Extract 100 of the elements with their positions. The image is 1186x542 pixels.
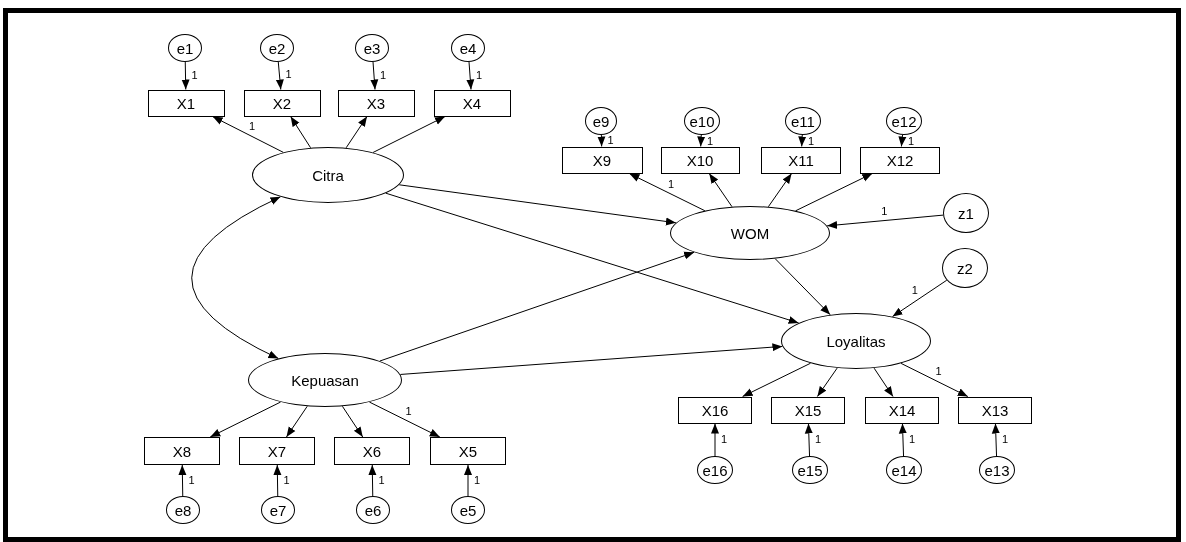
variable-name: X12 bbox=[886, 151, 914, 169]
observed-variable-box bbox=[337, 89, 415, 117]
variable-name: z2 bbox=[957, 259, 973, 277]
variable-name: X2 bbox=[272, 94, 292, 112]
observed-variable-box bbox=[430, 437, 506, 465]
edge-label: 1 bbox=[379, 69, 388, 81]
variable-name: e6 bbox=[364, 501, 382, 519]
edge-label: 1 bbox=[806, 135, 816, 147]
observed-variable-box bbox=[660, 146, 740, 174]
error-circle bbox=[684, 107, 720, 135]
path-arrow bbox=[804, 423, 813, 457]
path-arrow bbox=[816, 367, 838, 397]
path-arrow bbox=[767, 173, 793, 208]
path-arrow bbox=[798, 134, 807, 147]
variable-name: X4 bbox=[462, 94, 482, 112]
edge-label: 1 bbox=[606, 135, 615, 146]
variable-name: e13 bbox=[984, 461, 1010, 479]
edge-label: 1 bbox=[814, 433, 823, 445]
path-arrow bbox=[795, 173, 873, 212]
variable-name: X6 bbox=[362, 442, 382, 460]
edge-label: 1 bbox=[377, 474, 386, 486]
path-arrow bbox=[711, 423, 719, 457]
observed-variable-box bbox=[860, 146, 940, 174]
path-arrow bbox=[466, 61, 475, 90]
path-arrow bbox=[898, 423, 907, 457]
path-arrow bbox=[178, 464, 187, 497]
error-circle bbox=[792, 456, 828, 484]
error-circle bbox=[451, 496, 485, 524]
edge-label: 1 bbox=[190, 70, 199, 82]
edge-label: 1 bbox=[473, 475, 482, 486]
observed-variable-box bbox=[865, 396, 939, 424]
variable-name: X5 bbox=[458, 442, 478, 460]
edge-label: 1 bbox=[906, 136, 916, 148]
path-arrow bbox=[285, 405, 308, 438]
path-arrow bbox=[873, 367, 894, 397]
variable-name: e1 bbox=[176, 39, 194, 57]
variable-name: X15 bbox=[794, 401, 822, 419]
path-arrow bbox=[212, 116, 284, 153]
edge-label: 1 bbox=[1001, 433, 1010, 445]
path-arrow bbox=[370, 61, 379, 90]
edge-label: 1 bbox=[187, 474, 196, 486]
edge-label: 1 bbox=[705, 135, 715, 147]
path-arrow bbox=[368, 464, 377, 497]
path-arrow bbox=[900, 362, 969, 397]
path-arrow bbox=[368, 401, 441, 438]
path-arrow bbox=[345, 116, 368, 149]
variable-name: X13 bbox=[981, 401, 1009, 419]
error-circle bbox=[886, 456, 922, 484]
variable-name: Loyalitas bbox=[826, 332, 886, 350]
observed-variable-box bbox=[761, 146, 841, 174]
edge-label: 1 bbox=[284, 69, 293, 81]
variable-name: e2 bbox=[268, 39, 286, 57]
variable-name: X14 bbox=[888, 401, 916, 419]
path-arrow bbox=[379, 251, 695, 362]
error-circle bbox=[260, 34, 294, 62]
variable-name: e4 bbox=[459, 39, 477, 57]
path-arrow bbox=[181, 61, 190, 90]
path-arrow bbox=[991, 423, 1000, 457]
variable-name: X1 bbox=[176, 94, 196, 112]
error-circle bbox=[168, 34, 202, 62]
path-arrow bbox=[398, 184, 677, 226]
observed-variable-box bbox=[771, 396, 845, 424]
path-arrow bbox=[399, 343, 783, 375]
variable-name: e11 bbox=[791, 112, 815, 130]
error-circle bbox=[166, 496, 200, 524]
edge-label: 1 bbox=[910, 285, 919, 297]
edge-label: 1 bbox=[908, 433, 917, 445]
observed-variable-box bbox=[147, 89, 225, 117]
edge-label: 1 bbox=[404, 405, 413, 417]
path-arrow bbox=[341, 405, 364, 438]
variable-name: e5 bbox=[459, 501, 477, 519]
variable-name: Kepuasan bbox=[291, 371, 359, 389]
variable-name: e3 bbox=[363, 39, 381, 57]
edge-label: 1 bbox=[667, 178, 676, 190]
path-arrow bbox=[275, 61, 284, 90]
observed-variable-box bbox=[561, 146, 643, 174]
error-circle bbox=[261, 496, 295, 524]
variable-name: X9 bbox=[592, 151, 612, 169]
edge-label: 1 bbox=[880, 206, 889, 217]
path-arrow bbox=[898, 134, 907, 147]
error-circle bbox=[355, 34, 389, 62]
variable-name: WOM bbox=[730, 224, 770, 242]
variable-name: e14 bbox=[891, 461, 917, 479]
variable-name: e12 bbox=[891, 112, 917, 130]
error-circle bbox=[585, 107, 617, 135]
edge-label: 1 bbox=[248, 120, 257, 132]
error-circle bbox=[886, 107, 922, 135]
variable-name: e15 bbox=[797, 461, 823, 479]
path-arrow bbox=[892, 279, 948, 318]
path-arrow bbox=[597, 134, 606, 147]
observed-variable-box bbox=[144, 437, 220, 465]
observed-variable-box bbox=[958, 396, 1032, 424]
observed-variable-box bbox=[243, 89, 321, 117]
variable-name: e10 bbox=[689, 112, 715, 130]
error-circle bbox=[979, 456, 1015, 484]
path-arrow bbox=[697, 134, 706, 147]
variable-name: X8 bbox=[172, 442, 192, 460]
edge-label: 1 bbox=[282, 474, 291, 486]
edge-label: 1 bbox=[475, 69, 484, 81]
observed-variable-box bbox=[334, 437, 410, 465]
